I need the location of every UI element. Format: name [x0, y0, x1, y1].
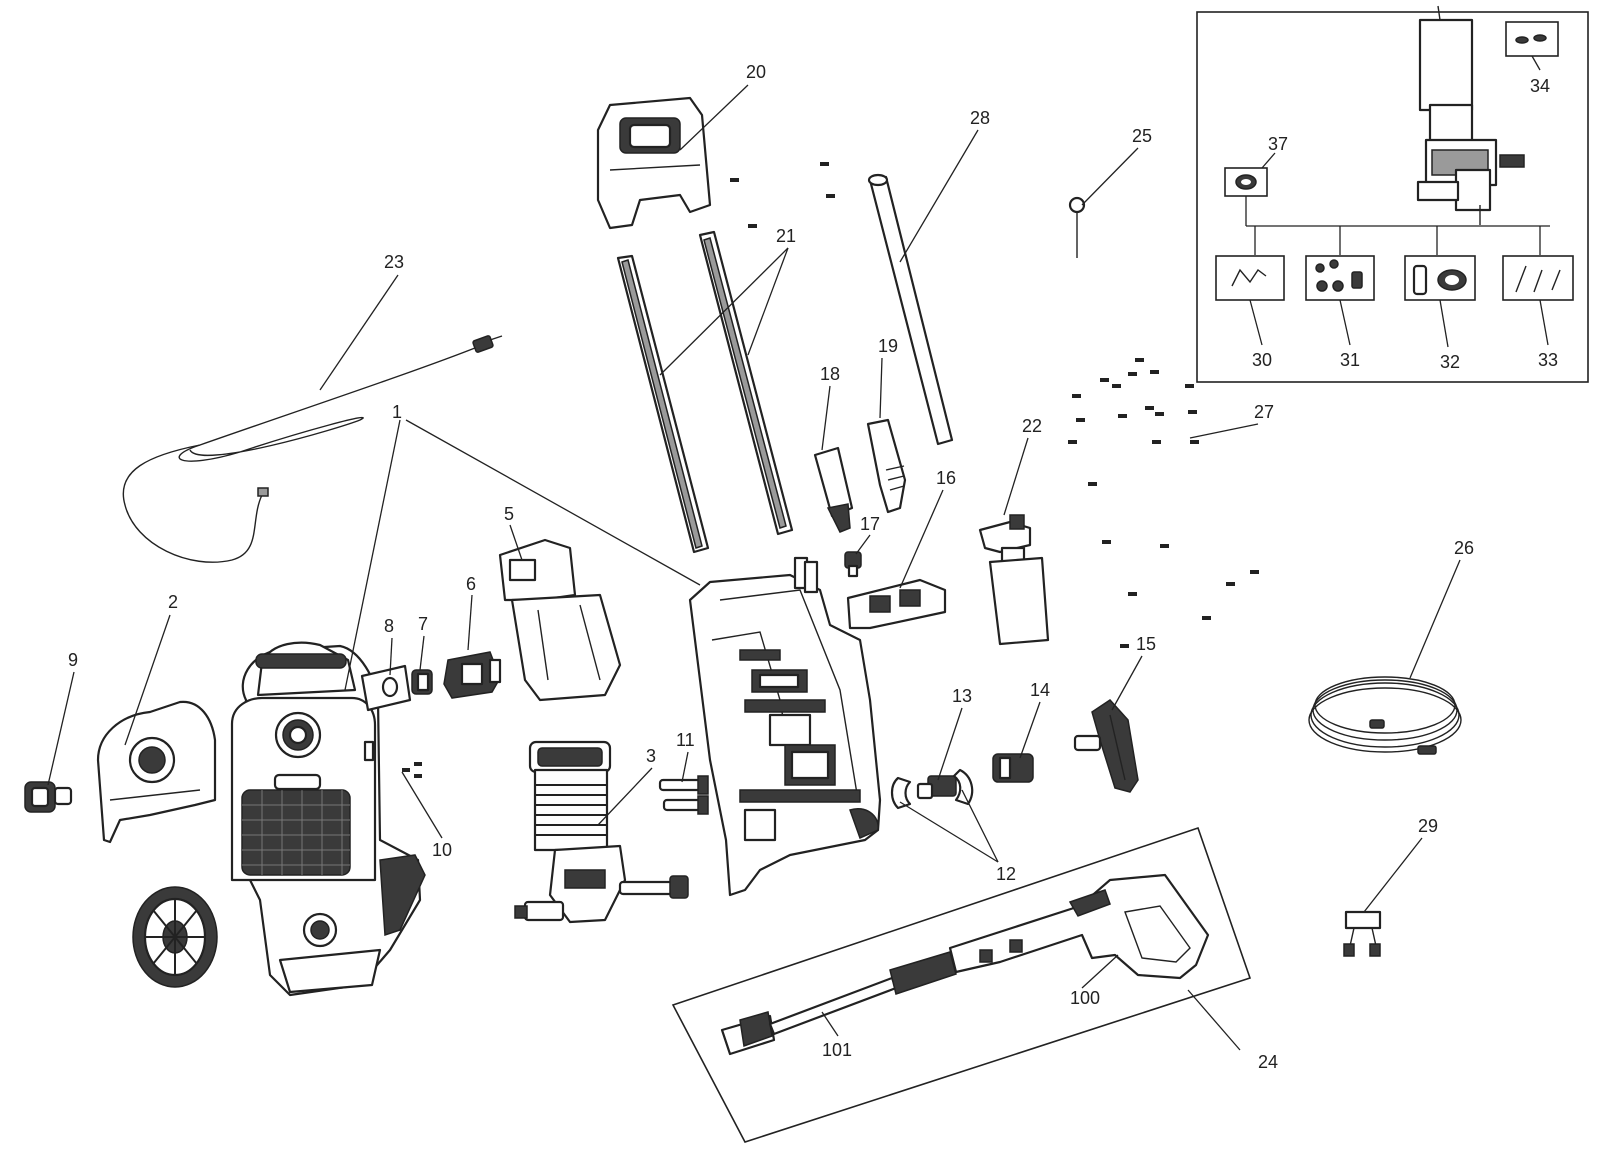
o-rings-icon — [1315, 259, 1363, 292]
inset-pump-assembly — [1416, 5, 1525, 225]
label-27: 27 — [1254, 402, 1274, 422]
label-29: 29 — [1418, 816, 1438, 836]
part-22-detergent-bottle — [978, 514, 1050, 646]
inset-box-30 — [1215, 255, 1285, 301]
label-8: 8 — [384, 616, 394, 636]
part-16-accessory-holder — [846, 578, 947, 630]
part-number-labels: 1 2 3 5 6 7 8 9 10 11 12 13 14 15 16 17 … — [68, 62, 1558, 1072]
inset-tree-lines — [1245, 196, 1550, 255]
part-20-handle-grip — [596, 96, 712, 230]
part-6-connector — [443, 651, 502, 699]
label-28: 28 — [970, 108, 990, 128]
part-12-clips — [890, 768, 974, 810]
label-25: 25 — [1132, 126, 1152, 146]
label-18: 18 — [820, 364, 840, 384]
part-13-inlet-fitting — [916, 775, 957, 800]
label-13: 13 — [952, 686, 972, 706]
main-frame-rear-housing — [688, 556, 882, 897]
label-16: 16 — [936, 468, 956, 488]
label-17: 17 — [860, 514, 880, 534]
label-22: 22 — [1022, 416, 1042, 436]
label-24: 24 — [1258, 1052, 1278, 1072]
small-clips-icon — [1515, 34, 1547, 44]
part-15-reel-handle — [1073, 699, 1139, 793]
label-5: 5 — [504, 504, 514, 524]
label-2: 2 — [168, 592, 178, 612]
label-3: 3 — [646, 746, 656, 766]
part-21-handle-rails — [616, 230, 794, 554]
part-26-high-pressure-hose — [1308, 676, 1462, 755]
label-23: 23 — [384, 252, 404, 272]
part-28-wand-tube — [867, 173, 954, 446]
label-15: 15 — [1136, 634, 1156, 654]
part-3-motor-pump — [514, 740, 689, 924]
inset-box-34 — [1505, 21, 1559, 57]
part-23-power-cord — [122, 335, 503, 563]
inset-box-31 — [1305, 255, 1375, 301]
label-19: 19 — [878, 336, 898, 356]
label-33: 33 — [1538, 350, 1558, 370]
valve-seal-icon — [1412, 264, 1467, 296]
label-31: 31 — [1340, 350, 1360, 370]
part-10-screws — [402, 762, 422, 778]
label-10: 10 — [432, 840, 452, 860]
inset-box — [1196, 5, 1589, 383]
part-14-quick-connector — [992, 753, 1034, 783]
hose-clip-icon — [1231, 268, 1267, 287]
part-1-front-housing — [230, 641, 426, 997]
part-29-terminal-block — [1343, 910, 1382, 957]
label-1: 1 — [392, 402, 402, 422]
label-7: 7 — [418, 614, 428, 634]
part-19-turbo-nozzle — [866, 418, 907, 514]
screws-icon — [1515, 265, 1561, 293]
label-6: 6 — [466, 574, 476, 594]
wheel — [132, 886, 218, 988]
label-26: 26 — [1454, 538, 1474, 558]
label-14: 14 — [1030, 680, 1050, 700]
label-21: 21 — [776, 226, 796, 246]
part-5-motor-housing — [498, 538, 622, 702]
label-12: 12 — [996, 864, 1016, 884]
label-20: 20 — [746, 62, 766, 82]
label-9: 9 — [68, 650, 78, 670]
part-9-knob — [24, 781, 73, 813]
label-37: 37 — [1268, 134, 1288, 154]
label-100: 100 — [1070, 988, 1100, 1008]
part-18-nozzle-holder — [813, 446, 854, 533]
label-11: 11 — [676, 730, 695, 750]
part-17-nozzle-tip — [844, 551, 862, 578]
label-32: 32 — [1440, 352, 1460, 372]
screws-cluster — [730, 162, 1259, 648]
part-7-switch — [411, 669, 433, 695]
part-24-spray-gun-kit — [671, 826, 1252, 1143]
inset-box-33 — [1502, 255, 1574, 301]
part-25-nozzle-cleaning-pin — [1068, 196, 1086, 258]
part-11-fittings — [658, 775, 709, 815]
leader-lines — [47, 84, 1461, 1051]
label-30: 30 — [1252, 350, 1272, 370]
part-2-hose-reel-cover — [96, 700, 217, 844]
label-34: 34 — [1530, 76, 1550, 96]
label-101: 101 — [822, 1040, 852, 1060]
